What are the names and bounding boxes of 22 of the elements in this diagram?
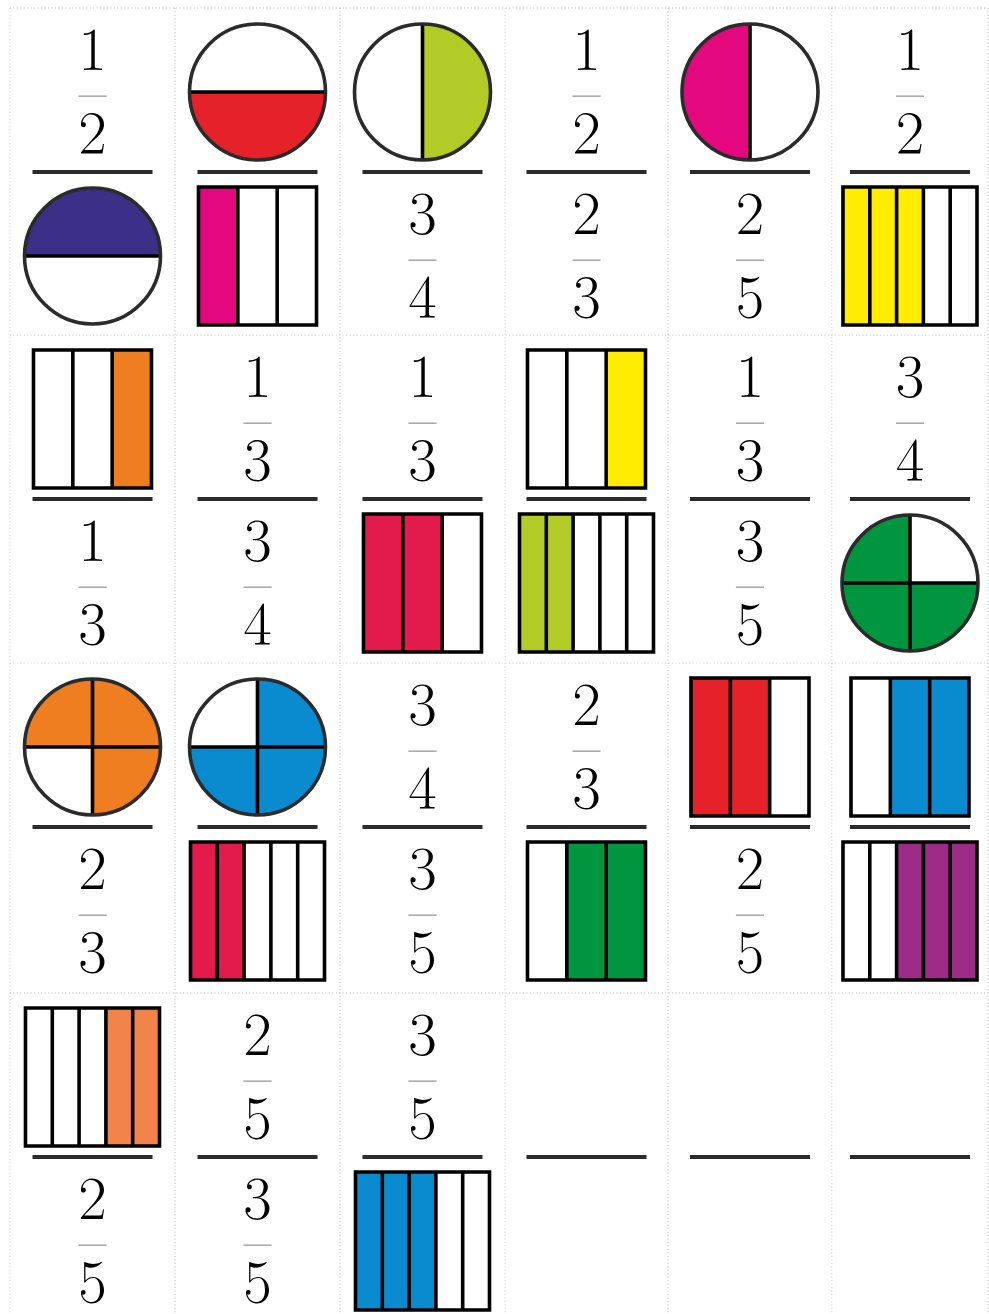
fraction: $\frac{2}{5}$ [735, 193, 765, 319]
fraction: $\frac{2}{3}$ [572, 684, 601, 810]
fraction: $\frac{1}{2}$ [572, 29, 601, 154]
fraction: $\frac{2}{3}$ [572, 193, 601, 319]
fraction: $\frac{3}{5}$ [735, 520, 765, 646]
fraction: $\frac{1}{2}$ [78, 29, 107, 154]
fraction: $\frac{1}{3}$ [243, 356, 272, 482]
fraction: $\frac{3}{4}$ [243, 520, 272, 645]
fraction: $\frac{1}{3}$ [735, 356, 765, 482]
fraction: $\frac{3}{5}$ [408, 848, 437, 974]
fraction: $\frac{3}{4}$ [408, 193, 437, 318]
fraction: $\frac{2}{3}$ [78, 848, 107, 974]
fraction: $\frac{2}{5}$ [78, 1178, 107, 1304]
fraction: $\frac{3}{5}$ [243, 1178, 272, 1304]
fraction: $\frac{3}{5}$ [408, 1014, 437, 1140]
fraction: $\frac{2}{5}$ [735, 848, 765, 974]
fraction: $\frac{1}{3}$ [408, 356, 437, 482]
fraction: $\frac{1}{2}$ [895, 29, 925, 154]
fraction: $\frac{1}{3}$ [78, 520, 107, 646]
fraction: $\frac{3}{4}$ [408, 684, 437, 809]
fraction: $\frac{2}{5}$ [243, 1014, 272, 1140]
fraction: $\frac{3}{4}$ [895, 356, 925, 481]
